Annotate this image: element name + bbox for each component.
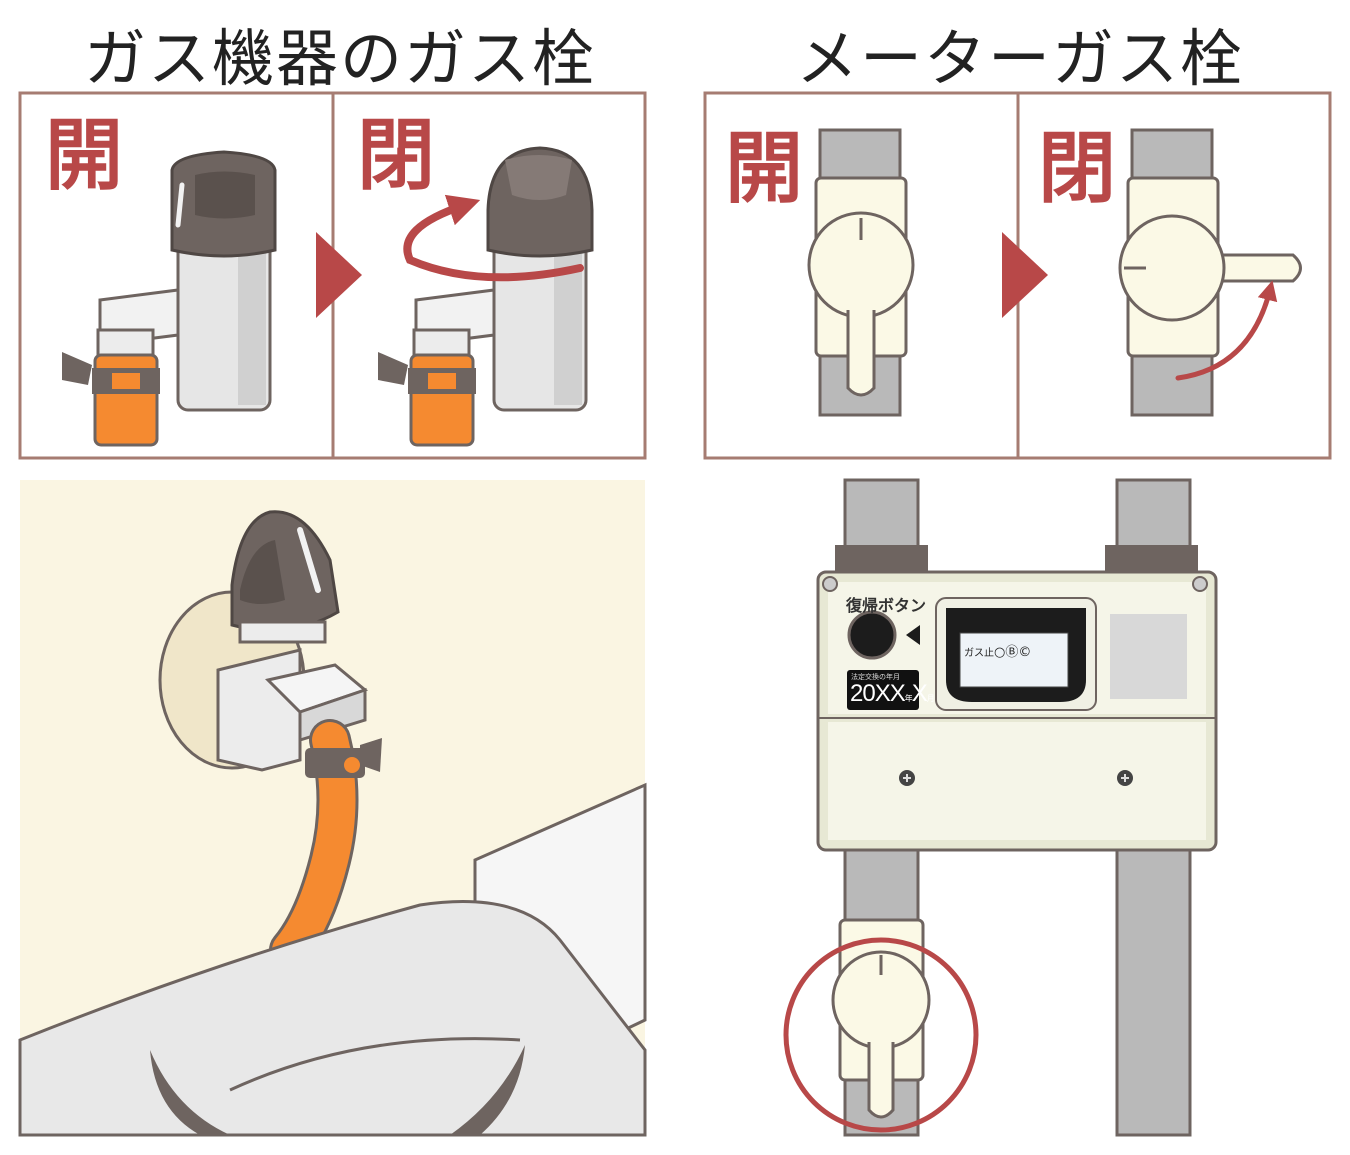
screw-icon	[822, 576, 838, 592]
reset-button-label: 復帰ボタン	[846, 596, 927, 615]
arrow-right-icon	[1002, 232, 1048, 318]
meter-valve-open	[807, 128, 915, 417]
meter-valve-title: メーターガス栓	[795, 22, 1244, 95]
open-label: 開	[725, 124, 804, 214]
screw-icon	[1192, 576, 1208, 592]
closed-label: 閉	[1038, 124, 1117, 214]
highlight-circle	[783, 937, 979, 1133]
reset-button-icon	[847, 610, 897, 660]
appliance-scene	[18, 480, 647, 1137]
gas-meter-scene	[783, 478, 1218, 1137]
display-text: ガス止○Ⓑ©	[964, 645, 1032, 660]
date-plate: 法定交換の年月 20XX年X月	[847, 670, 935, 710]
meter-valve-closed	[1118, 128, 1302, 417]
rotate-arrow-icon	[403, 194, 584, 282]
rotate-arrow-icon	[1175, 280, 1278, 381]
meter-valve-panels	[703, 91, 1332, 460]
appliance-valve-title: ガス機器のガス栓	[83, 22, 596, 95]
appliance-valve-open	[62, 150, 277, 447]
appliance-valve-panels	[18, 91, 647, 460]
open-label: 開	[45, 111, 124, 201]
closed-label: 閉	[357, 111, 436, 201]
date-value: 20XX年X月	[850, 680, 935, 707]
arrow-right-icon	[316, 232, 362, 318]
appliance-valve-closed	[378, 146, 594, 447]
date-caption: 法定交換の年月	[851, 673, 900, 681]
